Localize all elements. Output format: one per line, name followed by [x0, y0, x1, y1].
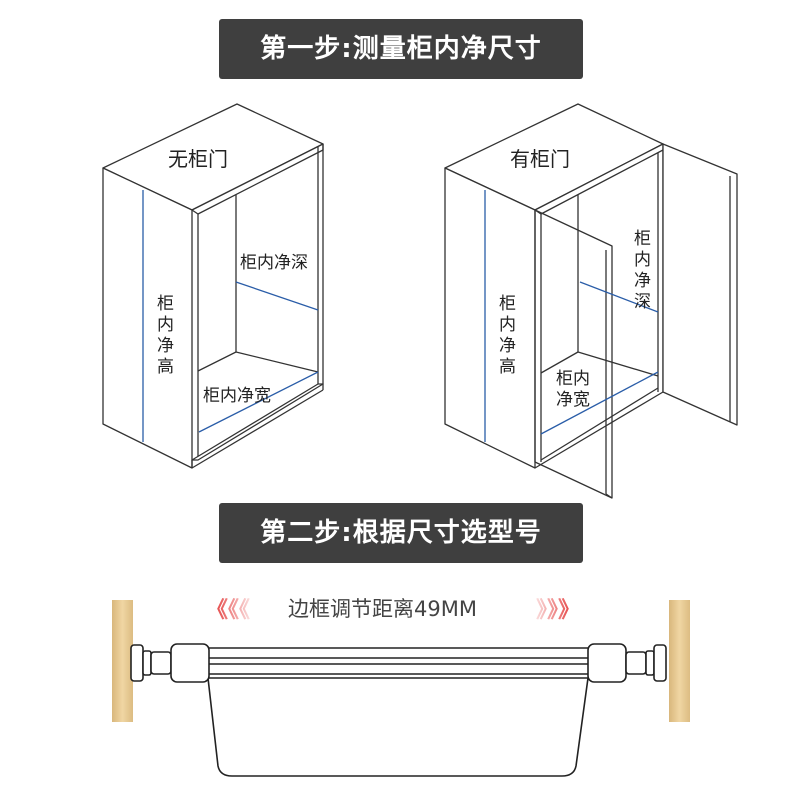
no-door-caption: 无柜门	[168, 147, 228, 171]
adjust-distance-text: 边框调节距离49MM	[288, 597, 477, 621]
step2-title: 第二步:根据尺寸选型号	[260, 518, 542, 548]
svg-text:高: 高	[157, 357, 174, 377]
with-door-width-label: 柜内 净宽	[556, 369, 590, 410]
svg-text:高: 高	[499, 357, 516, 377]
no-door-width-label: 柜内净宽	[203, 386, 271, 406]
step1-banner: 第一步:测量柜内净尺寸	[219, 19, 583, 79]
no-door-width-line	[198, 371, 319, 433]
svg-text:柜: 柜	[499, 294, 516, 314]
with-door-depth-line	[579, 281, 659, 313]
svg-text:净: 净	[157, 336, 174, 356]
with-door-depth-label: 柜 内 净 深	[634, 229, 651, 312]
svg-text:净: 净	[634, 271, 651, 291]
svg-text:内: 内	[634, 250, 651, 270]
wood-panel-left-icon	[112, 600, 133, 722]
no-door-measure-lines	[142, 190, 319, 442]
svg-text:内: 内	[499, 315, 516, 335]
step2-banner: 第二步:根据尺寸选型号	[219, 503, 583, 563]
with-door-height-label: 柜 内 净 高	[499, 294, 516, 377]
no-door-depth-line	[235, 281, 319, 311]
tension-rod-icon	[130, 643, 667, 777]
svg-text:净宽: 净宽	[556, 390, 590, 410]
with-door-measure-lines	[484, 190, 659, 442]
right-arrows: 》》》	[536, 598, 580, 623]
svg-text:深: 深	[634, 292, 651, 312]
svg-text:柜内: 柜内	[556, 369, 590, 389]
svg-text:柜: 柜	[157, 294, 174, 314]
no-door-height-label: 柜 内 净 高	[157, 294, 174, 377]
left-arrows: 《《《	[206, 598, 250, 623]
with-door-caption: 有柜门	[510, 147, 570, 171]
cabinet-no-door-icon	[102, 103, 324, 469]
cabinet-with-door-icon	[444, 103, 738, 499]
with-door-width-line	[540, 371, 659, 435]
no-door-depth-label: 柜内净深	[240, 253, 308, 273]
svg-text:柜: 柜	[634, 229, 651, 249]
step1-title: 第一步:测量柜内净尺寸	[260, 34, 542, 64]
svg-text:内: 内	[157, 315, 174, 335]
wood-panel-right-icon	[669, 600, 690, 722]
svg-text:净: 净	[499, 336, 516, 356]
